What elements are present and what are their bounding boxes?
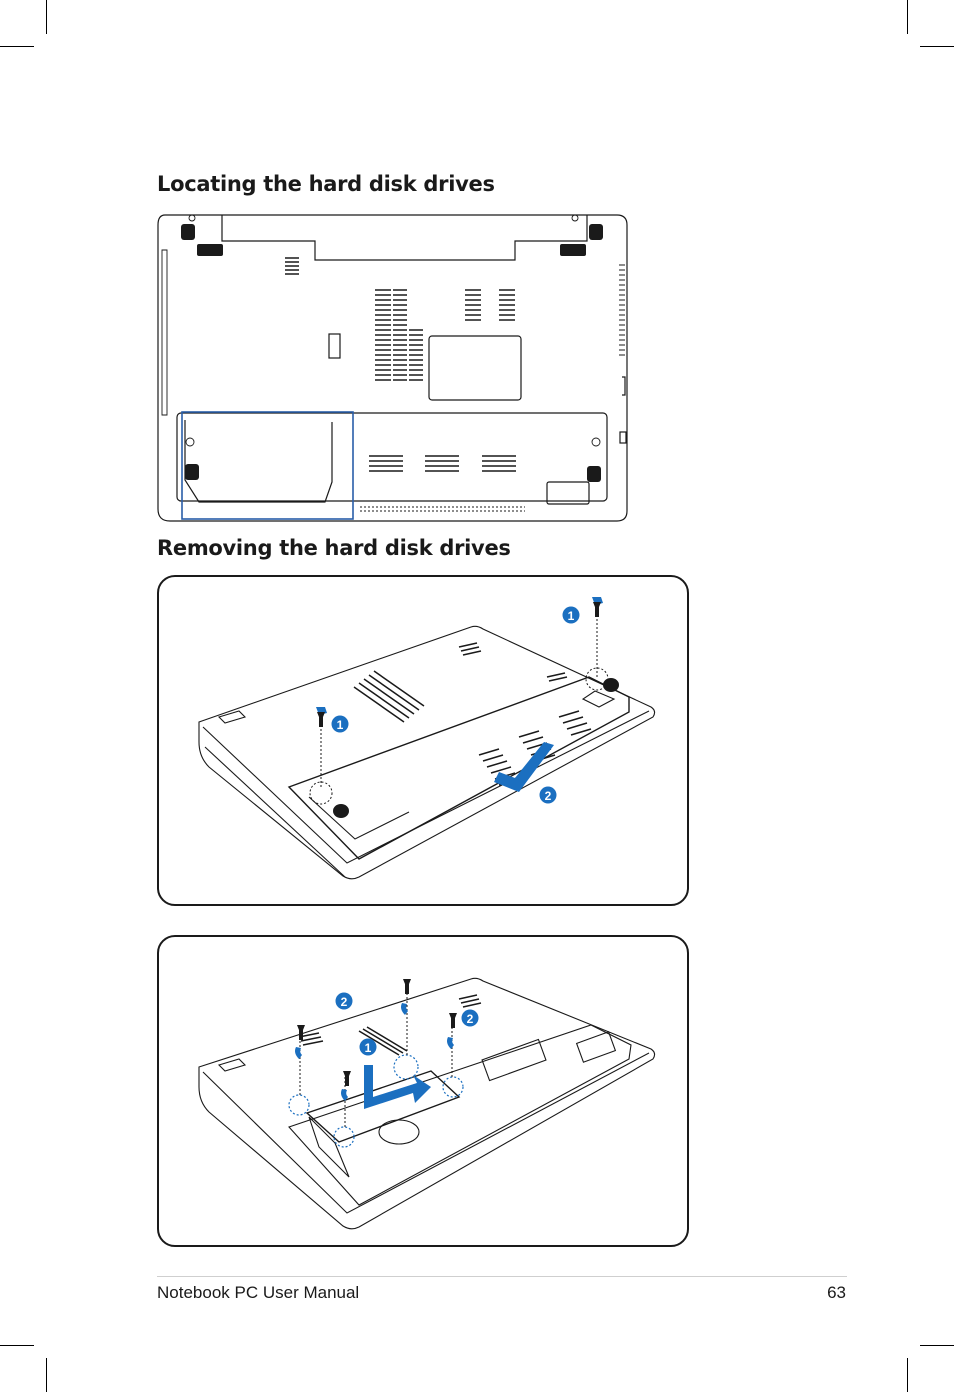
cover-removal-illustration: 1 1 2 — [198, 597, 656, 880]
crop-mark-tl-v — [46, 0, 47, 34]
crop-mark-br-h — [920, 1345, 954, 1346]
step-panel-remove-cover: 1 1 2 — [157, 575, 689, 906]
svg-text:1: 1 — [365, 1041, 372, 1055]
section-heading-removing: Removing the hard disk drives — [157, 536, 511, 560]
svg-text:2: 2 — [467, 1012, 474, 1026]
crop-mark-tr-h — [920, 46, 954, 47]
step-marker-2: 2 — [335, 992, 353, 1010]
svg-text:1: 1 — [568, 609, 575, 623]
svg-text:2: 2 — [545, 789, 552, 803]
step-marker-1: 1 — [359, 1038, 377, 1056]
section-heading-locating: Locating the hard disk drives — [157, 172, 495, 196]
footer-divider — [157, 1276, 847, 1277]
crop-mark-bl-v — [46, 1358, 47, 1392]
laptop-bottom-illustration — [157, 214, 628, 522]
step-panel-remove-drive: 2 2 1 — [157, 935, 689, 1247]
crop-mark-bl-h — [0, 1345, 34, 1346]
crop-mark-br-v — [907, 1358, 908, 1392]
crop-mark-tr-v — [907, 0, 908, 34]
step-marker-2: 2 — [461, 1009, 479, 1027]
footer-title: Notebook PC User Manual — [157, 1283, 360, 1302]
step-marker-1: 1 — [562, 606, 580, 624]
step-marker-2: 2 — [539, 786, 557, 804]
svg-text:1: 1 — [337, 718, 344, 732]
drive-removal-illustration: 2 2 1 — [198, 977, 656, 1230]
step-marker-1: 1 — [331, 715, 349, 733]
page-number: 63 — [827, 1283, 846, 1302]
hdd-location-highlight — [181, 411, 354, 520]
svg-text:2: 2 — [341, 995, 348, 1009]
crop-mark-tl-h — [0, 46, 34, 47]
